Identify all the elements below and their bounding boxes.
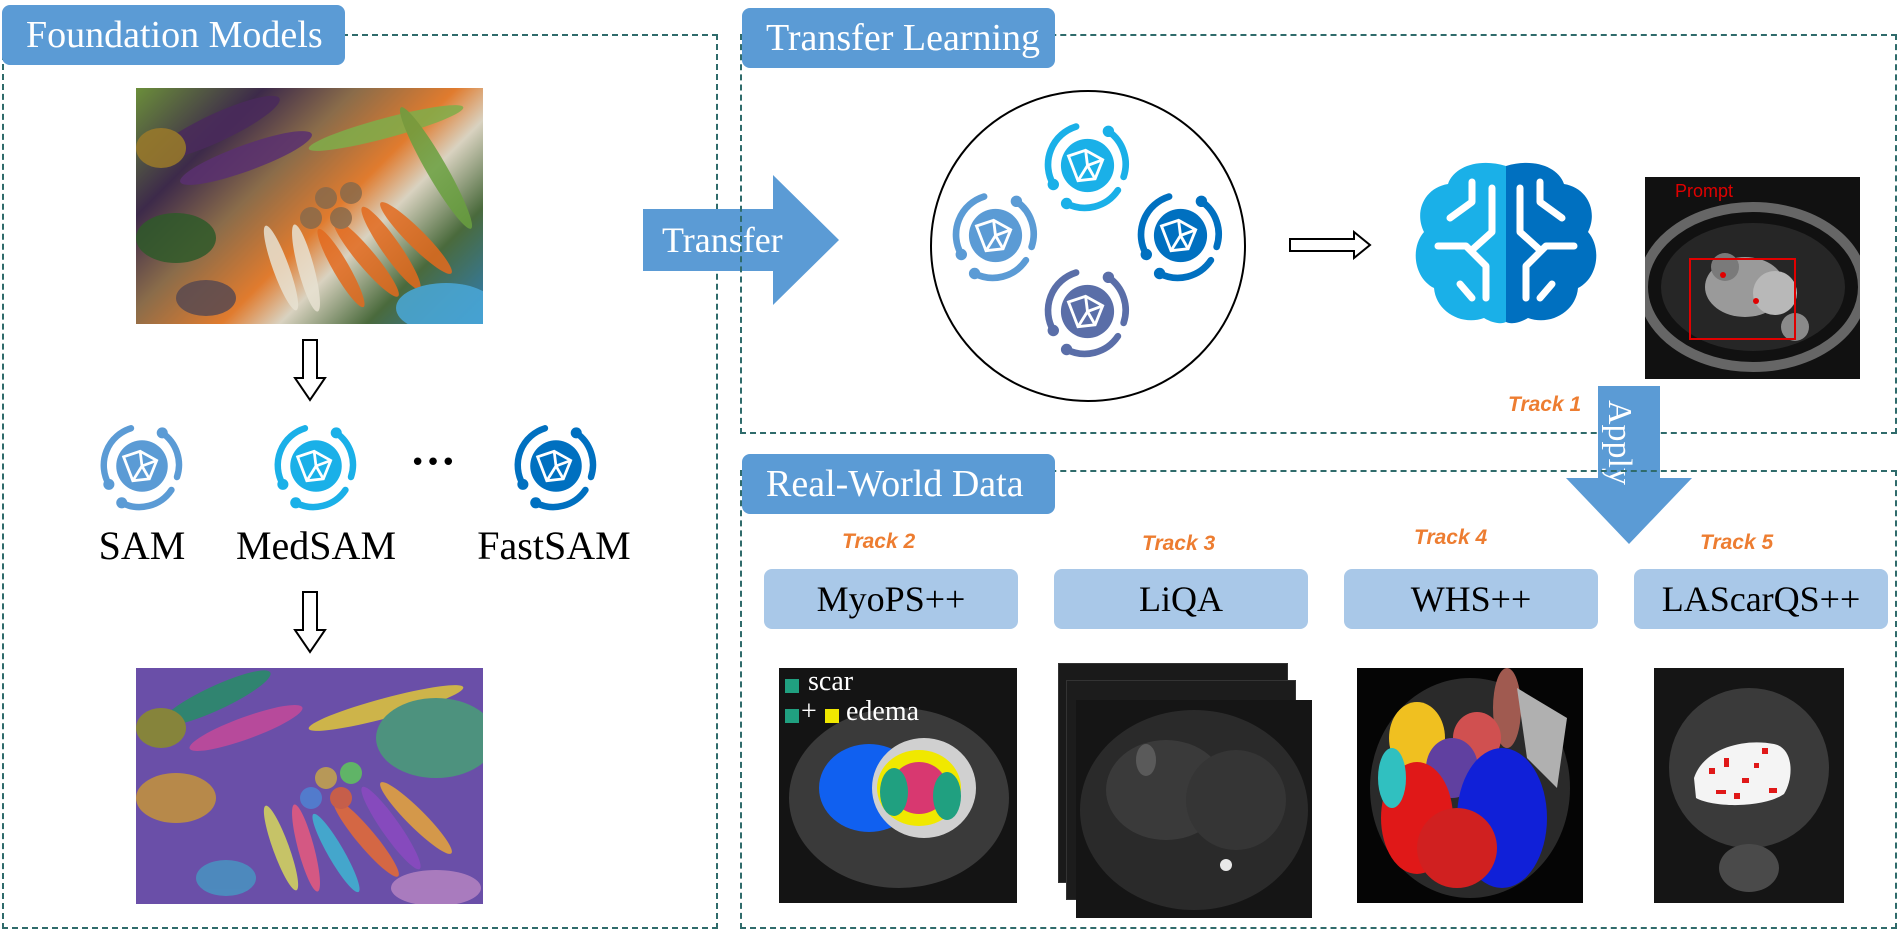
legend-edema-swatch-green <box>785 709 799 723</box>
vegetables-photo <box>136 88 483 324</box>
dataset-myops: MyoPS++ <box>764 569 1018 629</box>
prompt-label: Prompt <box>1675 181 1734 201</box>
ellipsis: ••• <box>410 448 457 478</box>
foundation-models-tab: Foundation Models <box>2 5 345 65</box>
transfer-learning-panel <box>740 34 1897 434</box>
model-label-sam: SAM <box>98 523 186 568</box>
apply-arrow <box>1566 386 1692 544</box>
model-ensemble-circle <box>930 90 1246 402</box>
dataset-lascarqs: LAScarQS++ <box>1634 569 1888 629</box>
model-label-medsam: MedSAM <box>235 523 397 568</box>
model-label-fastsam: FastSAM <box>477 523 631 568</box>
transfer-arrow-label: Transfer <box>662 220 783 260</box>
down-arrow-icon <box>293 591 327 654</box>
track-5-label: Track 5 <box>1700 531 1774 554</box>
track-3-label: Track 3 <box>1142 532 1216 555</box>
dataset-whs: WHS++ <box>1344 569 1598 629</box>
real-world-data-panel <box>740 470 1897 929</box>
sam-globe-icon <box>100 425 183 511</box>
foundation-models-panel <box>2 34 718 929</box>
brain-icon <box>1415 162 1597 324</box>
real-world-data-tab: Real-World Data <box>742 454 1055 514</box>
lascarqs-scan-image <box>1654 668 1844 903</box>
transfer-learning-tab: Transfer Learning <box>742 8 1055 68</box>
legend-edema-plus: + <box>801 696 817 727</box>
right-arrow-icon <box>1289 230 1372 260</box>
medsam-globe-icon <box>274 425 357 511</box>
legend-edema-swatch-yellow <box>825 709 839 723</box>
down-arrow-icon <box>293 339 327 402</box>
prompt-ct-image <box>1645 177 1860 379</box>
fastsam-globe-icon <box>514 425 597 511</box>
segmented-vegetables-photo <box>136 668 483 904</box>
liqa-scan-front <box>1076 700 1312 918</box>
track-2-label: Track 2 <box>842 530 916 553</box>
legend-edema-label: edema <box>846 696 920 727</box>
dataset-liqa: LiQA <box>1054 569 1308 629</box>
legend-scar-swatch <box>785 679 799 693</box>
track-4-label: Track 4 <box>1414 526 1488 549</box>
track-1-label: Track 1 <box>1508 393 1582 416</box>
whs-heart-image <box>1357 668 1583 903</box>
legend-scar-label: scar <box>808 666 854 697</box>
myops-scan-image <box>779 668 1017 903</box>
